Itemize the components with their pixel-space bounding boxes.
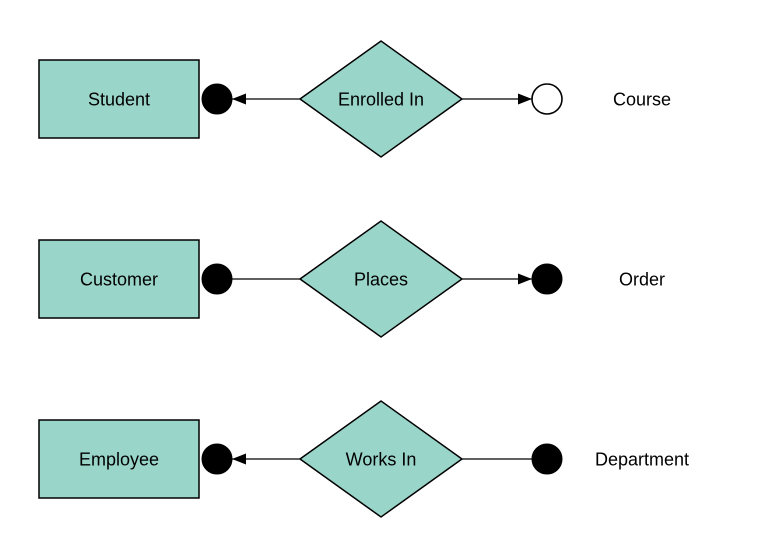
left-arrowhead-icon: [232, 93, 246, 105]
entity-employee-label: Employee: [79, 449, 159, 469]
entity-student-label: Student: [88, 89, 150, 109]
right-arrowhead-icon: [518, 273, 532, 285]
relationship-places-label: Places: [354, 269, 408, 289]
filled-circle-marker: [531, 443, 563, 475]
entity-customer[interactable]: [38, 239, 200, 319]
relationship-enrolled-in-label: Enrolled In: [338, 89, 424, 109]
relationship-row-enrolled-in: Student Enrolled In Course: [38, 40, 671, 158]
filled-circle-marker: [201, 263, 233, 295]
relationship-row-works-in: Employee Works In Department: [38, 400, 689, 518]
open-circle-marker: [531, 83, 563, 115]
left-arrowhead-icon: [232, 453, 246, 465]
entity-customer-label: Customer: [80, 269, 158, 289]
filled-circle-marker: [201, 83, 233, 115]
right-arrowhead-icon: [518, 93, 532, 105]
relationship-row-places: Customer Places Order: [38, 220, 665, 338]
entity-order-label: Order: [619, 269, 665, 289]
entity-student[interactable]: [38, 59, 200, 139]
filled-circle-marker: [201, 443, 233, 475]
filled-circle-marker: [531, 263, 563, 295]
entity-employee[interactable]: [38, 419, 200, 499]
entity-department-label: Department: [595, 449, 689, 469]
relationship-works-in-label: Works In: [346, 449, 417, 469]
entity-course-label: Course: [613, 89, 671, 109]
